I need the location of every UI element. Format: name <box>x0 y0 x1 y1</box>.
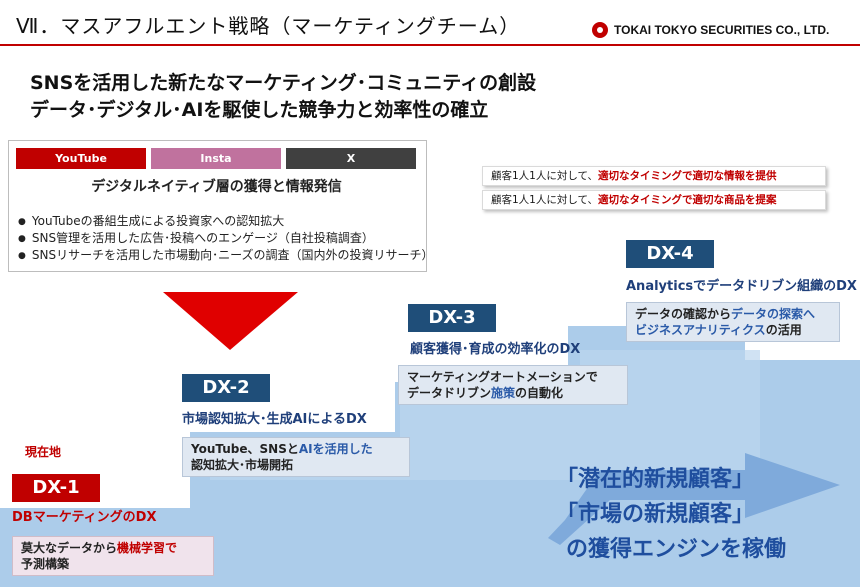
callout-highlight: 適切なタイミングで適切な情報を提供 <box>598 170 777 182</box>
headline-line-2: データ･デジタル･AIを駆使した競争力と効率性の確立 <box>30 99 489 121</box>
tab-insta: Insta <box>151 148 281 169</box>
dx2-desc-line2: 認知拡大･市場開拓 <box>191 458 294 472</box>
dx3-desc-text: の自動化 <box>515 386 564 400</box>
goal-line-3: の獲得エンジンを稼働 <box>566 537 787 562</box>
goal-line-1: 「潜在的新規顧客」 <box>556 467 755 492</box>
down-arrow-triangle <box>163 292 298 350</box>
callout-prefix: 顧客1人1人に対して、 <box>491 170 599 182</box>
callout-info: 顧客1人1人に対して、適切なタイミングで適切な情報を提供 <box>482 166 826 186</box>
dx3-badge: DX-3 <box>408 304 496 332</box>
dx3-description: マーケティングオートメーションで データドリブン施策の自動化 <box>398 365 628 405</box>
dx2-subtitle: 市場認知拡大･生成AIによるDX <box>182 412 367 427</box>
dx4-subtitle: Analyticsでデータドリブン組織のDX <box>626 279 857 294</box>
title-divider <box>0 44 860 46</box>
bullet-item: SNSリサーチを活用した市場動向･ニーズの調査（国内外の投資リサーチ） <box>18 246 434 263</box>
dx1-desc-text: 莫大なデータから <box>21 541 118 555</box>
callout-highlight: 適切なタイミングで適切な商品を提案 <box>598 194 777 206</box>
bullet-item: SNS管理を活用した広告･投稿へのエンゲージ（自社投稿調査） <box>18 229 433 246</box>
dx1-badge: DX-1 <box>12 474 100 502</box>
bullet-item: YouTubeの番組生成による投資家への認知拡大 <box>18 212 433 229</box>
dx1-description: 莫大なデータから機械学習で 予測構築 <box>12 536 214 576</box>
tab-youtube: YouTube <box>16 148 146 169</box>
callout-prefix: 顧客1人1人に対して、 <box>491 194 599 206</box>
dx1-subtitle: DBマーケティングのDX <box>12 510 157 525</box>
dx3-desc-text: データドリブン <box>407 386 492 400</box>
dx2-desc-text: YouTube、SNSと <box>191 442 299 456</box>
dx2-desc-highlight: AIを活用した <box>298 442 373 456</box>
channel-heading: デジタルネイティブ層の獲得と情報発信 <box>91 179 342 195</box>
page-title: Ⅶ．マスアフルエント戦略（マーケティングチーム） <box>16 14 521 38</box>
company-name: TOKAI TOKYO SECURITIES CO., LTD. <box>614 23 830 37</box>
callout-product: 顧客1人1人に対して、適切なタイミングで適切な商品を提案 <box>482 190 826 210</box>
dx4-description: データの確認からデータの探索へ ビジネスアナリティクスの活用 <box>626 302 840 342</box>
channel-bullets: YouTubeの番組生成による投資家への認知拡大 SNS管理を活用した広告･投稿… <box>18 212 434 263</box>
company-logo-icon <box>592 22 608 38</box>
dx4-desc-highlight: データの探索へ <box>731 307 816 321</box>
tab-x: X <box>286 148 416 169</box>
dx3-desc-line1: マーケティングオートメーションで <box>407 370 598 384</box>
goal-line-2: 「市場の新規顧客」 <box>556 502 755 527</box>
dx2-badge: DX-2 <box>182 374 270 402</box>
dx1-desc-line2: 予測構築 <box>21 557 70 571</box>
dx3-desc-highlight: 施策 <box>491 386 516 400</box>
headline-line-1: SNSを活用した新たなマーケティング･コミュニティの創設 <box>30 72 537 94</box>
dx4-desc-text: の活用 <box>765 323 802 337</box>
goal-arrow <box>548 453 840 545</box>
dx4-desc-highlight: ビジネスアナリティクス <box>635 323 766 337</box>
dx2-description: YouTube、SNSとAIを活用した 認知拡大･市場開拓 <box>182 437 410 477</box>
company-logo: TOKAI TOKYO SECURITIES CO., LTD. <box>592 22 829 38</box>
dx4-badge: DX-4 <box>626 240 714 268</box>
dx4-desc-text: データの確認から <box>635 307 732 321</box>
dx3-subtitle: 顧客獲得･育成の効率化のDX <box>410 342 581 357</box>
current-position-label: 現在地 <box>25 445 62 459</box>
dx1-desc-highlight: 機械学習で <box>117 541 178 555</box>
